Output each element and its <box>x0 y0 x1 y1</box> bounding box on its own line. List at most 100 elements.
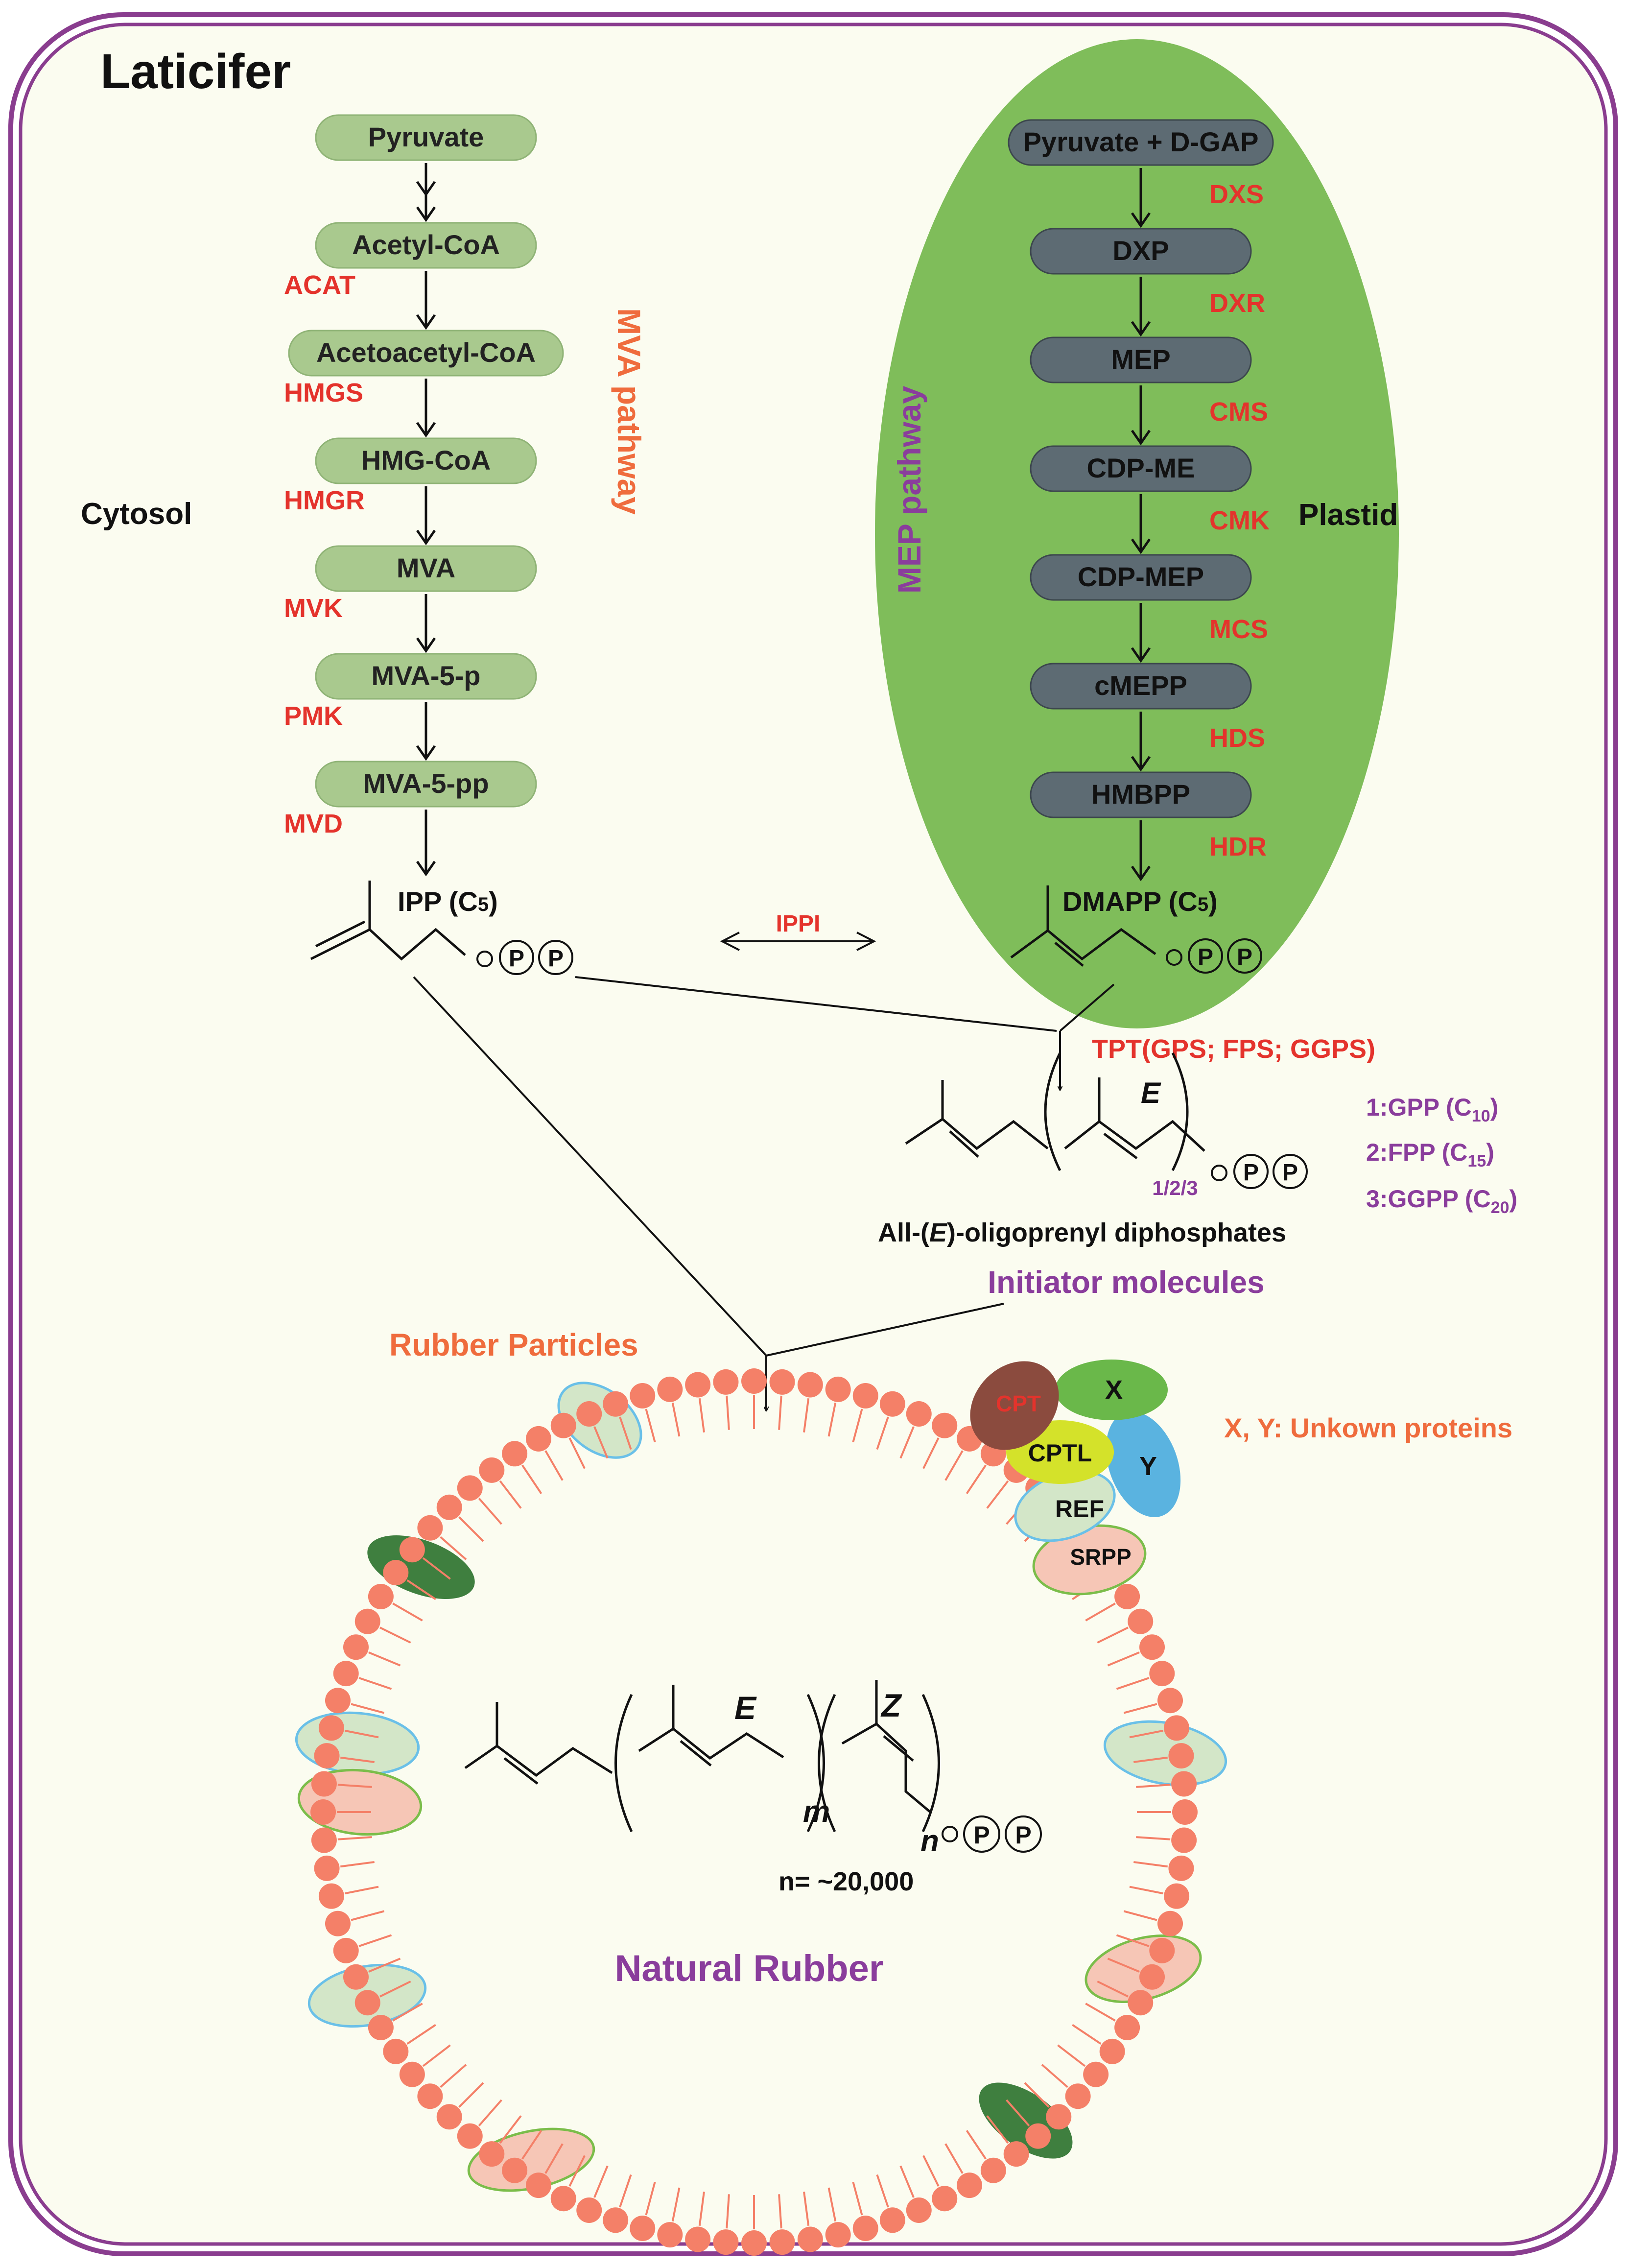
lipid-tail <box>966 2130 987 2160</box>
mep-arrow <box>1131 385 1151 446</box>
phosphate-letter: P <box>509 946 524 972</box>
lipid-tail <box>1129 1886 1164 1895</box>
lipid-head <box>1164 1883 1190 1909</box>
lipid-head <box>325 1688 351 1714</box>
ippi-label: IPPI <box>776 911 821 937</box>
oxygen-circle <box>1211 1165 1227 1181</box>
lipid-tail <box>899 1426 915 1459</box>
mep-node-label: CDP-MEP <box>1078 561 1204 592</box>
product-ggpp: 3:GGPP (C20) <box>1366 1185 1517 1217</box>
x-protein <box>1055 1360 1168 1420</box>
lipid-tail <box>499 1480 522 1509</box>
lipid-head <box>576 2197 602 2223</box>
lipid-tail <box>1123 1703 1157 1714</box>
phosphate-letter: P <box>1237 944 1252 970</box>
mva-node <box>315 545 537 592</box>
lipid-tail <box>379 1626 411 1644</box>
lipid-tail <box>458 2082 484 2108</box>
lipid-tail <box>899 2165 915 2198</box>
phosphate-letter: P <box>548 946 564 972</box>
mva-node <box>315 114 537 161</box>
mva-arrow <box>416 379 436 438</box>
ipp-structure <box>310 881 466 961</box>
lipid-tail <box>344 1729 379 1739</box>
lipid-tail <box>1107 1958 1140 1973</box>
lipid-tail <box>337 1784 372 1788</box>
lipid-tail <box>827 2187 837 2222</box>
lipid-tail <box>698 1398 705 1432</box>
lipid-tail <box>368 1651 401 1667</box>
lipid-head <box>550 2186 576 2212</box>
mep-enzyme-label: DXR <box>1209 288 1265 318</box>
lipid-tail <box>440 2064 467 2088</box>
phosphate-icon <box>538 940 573 975</box>
mva-enzyme-label: HMGR <box>284 486 365 515</box>
lipid-head <box>879 1391 905 1417</box>
lipid-tail <box>593 2165 609 2198</box>
lipid-head <box>576 1401 602 1427</box>
ipp-label: IPP (C5) <box>398 886 498 917</box>
rubber-m-label: m <box>803 1795 830 1829</box>
mva-node <box>315 437 537 484</box>
ippi-arrow <box>720 931 876 951</box>
mep-enzyme-label: DXS <box>1209 180 1264 209</box>
oxygen-circle <box>942 1826 958 1842</box>
lipid-head <box>311 1771 337 1797</box>
lipid-tail <box>778 2194 782 2229</box>
lipid-tail <box>544 1450 564 1481</box>
mva-enzyme-label: ACAT <box>284 270 355 300</box>
lipid-head <box>1157 1688 1183 1714</box>
lipid-head <box>318 1883 344 1909</box>
mep-enzyme-label: HDR <box>1209 832 1267 861</box>
initiator-molecules-label: Initiator molecules <box>988 1265 1264 1300</box>
lipid-head <box>1128 1990 1154 2016</box>
ipp-diphosphate: P P <box>476 940 573 975</box>
lipid-tail <box>568 1437 586 1469</box>
mep-enzyme-label: HDS <box>1209 723 1265 753</box>
mep-node <box>1030 445 1252 492</box>
phosphate-icon <box>1227 938 1262 974</box>
oligoprenyl-caption: All-(E)-oligoprenyl diphosphates <box>878 1218 1286 1247</box>
lipid-head <box>436 1494 462 1520</box>
lipid-tail <box>1057 2044 1086 2067</box>
lipid-head <box>318 1715 344 1741</box>
lipid-head <box>1128 1608 1154 1634</box>
lipid-tail <box>440 1536 467 1560</box>
mva-node <box>288 330 564 377</box>
oxygen-circle <box>476 951 493 967</box>
lipid-head <box>479 2141 505 2167</box>
tpt-label: TPT(GPS; FPS; GGPS) <box>1092 1034 1375 1064</box>
cpt-label: CPT <box>996 1391 1041 1416</box>
natural-rubber-label: Natural Rubber <box>615 1948 884 1989</box>
lipid-head <box>685 1372 711 1398</box>
lipid-head <box>769 2229 795 2255</box>
mva-enzyme-label: PMK <box>284 701 343 731</box>
oligo-repeat-label: 1/2/3 <box>1152 1176 1198 1199</box>
oligo-products-list: 1:GPP (C10) 2:FPP (C15) 3:GGPP (C20) <box>1366 1094 1517 1217</box>
mva-node-label: Pyruvate <box>368 121 484 152</box>
lipid-tail <box>1123 1910 1157 1921</box>
lipid-head <box>436 2104 462 2130</box>
plastid-label: Plastid <box>1298 498 1398 532</box>
phosphate-icon <box>1273 1154 1308 1189</box>
lipid-head <box>314 1743 340 1769</box>
cptl-label: CPTL <box>1028 1439 1092 1467</box>
lipid-tail <box>358 1934 392 1947</box>
lipid-head <box>457 2123 483 2149</box>
lipid-head <box>1171 1827 1197 1853</box>
lipid-tail <box>1024 2082 1050 2108</box>
lipid-head <box>314 1855 340 1881</box>
lipid-tail <box>392 2003 423 2022</box>
lipid-head <box>879 2207 905 2233</box>
lipid-head <box>457 1475 483 1501</box>
lipid-tail <box>827 1402 837 1437</box>
mep-node-label: DXP <box>1112 235 1169 266</box>
phosphate-icon <box>499 940 534 975</box>
mep-node-label: HMBPP <box>1091 779 1190 810</box>
ipp-dmapp-merge-lines <box>575 976 1115 1090</box>
cpt-protein <box>970 1361 1059 1450</box>
lipid-head <box>502 2157 528 2183</box>
lipid-tail <box>852 1409 863 1443</box>
lipid-head <box>603 2207 629 2233</box>
